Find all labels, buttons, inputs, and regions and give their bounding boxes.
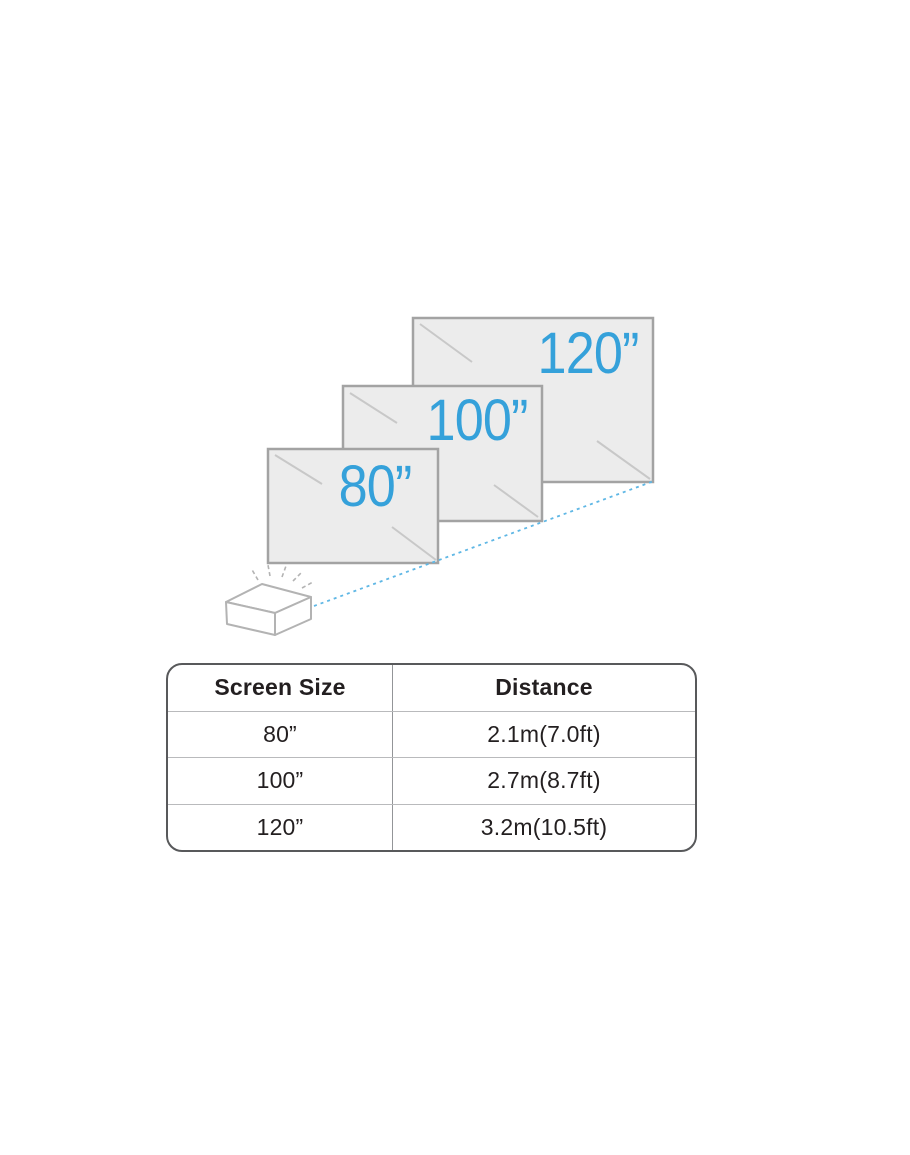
distance-cell: 2.7m(8.7ft) [487, 767, 601, 794]
screen-sheen-line [596, 440, 651, 480]
screen-sheen-line [349, 392, 398, 424]
screen-size-cell: 120” [168, 804, 393, 850]
table-row: 120” 3.2m(10.5ft) [168, 803, 695, 850]
screen-label-100: 100” [426, 388, 529, 453]
projection-beam-line [313, 480, 655, 607]
distance-table: Screen Size Distance 80” 2.1m(7.0ft) 100… [166, 663, 697, 852]
table-row: 100” 2.7m(8.7ft) [168, 757, 695, 804]
screen-sheen-line [419, 323, 473, 363]
screen-sheen-line [493, 484, 539, 518]
projector-light-rays [250, 564, 314, 589]
screen-label-120: 120” [537, 321, 640, 386]
projector-icon [225, 583, 312, 636]
screen-sheen-line [391, 526, 437, 561]
table-row: 80” 2.1m(7.0ft) [168, 710, 695, 757]
screen-sheen-line [274, 454, 323, 485]
table-header-distance: Distance [495, 674, 593, 701]
distance-cell: 3.2m(10.5ft) [480, 813, 608, 840]
table-header-screen-size: Screen Size [168, 665, 393, 711]
distance-cell: 2.1m(7.0ft) [487, 720, 601, 747]
screen-size-cell: 100” [168, 758, 393, 804]
table-header-row: Screen Size Distance [168, 665, 695, 711]
screen-label-80: 80” [338, 454, 413, 519]
screen-80 [266, 447, 440, 565]
screen-size-cell: 80” [168, 711, 393, 757]
